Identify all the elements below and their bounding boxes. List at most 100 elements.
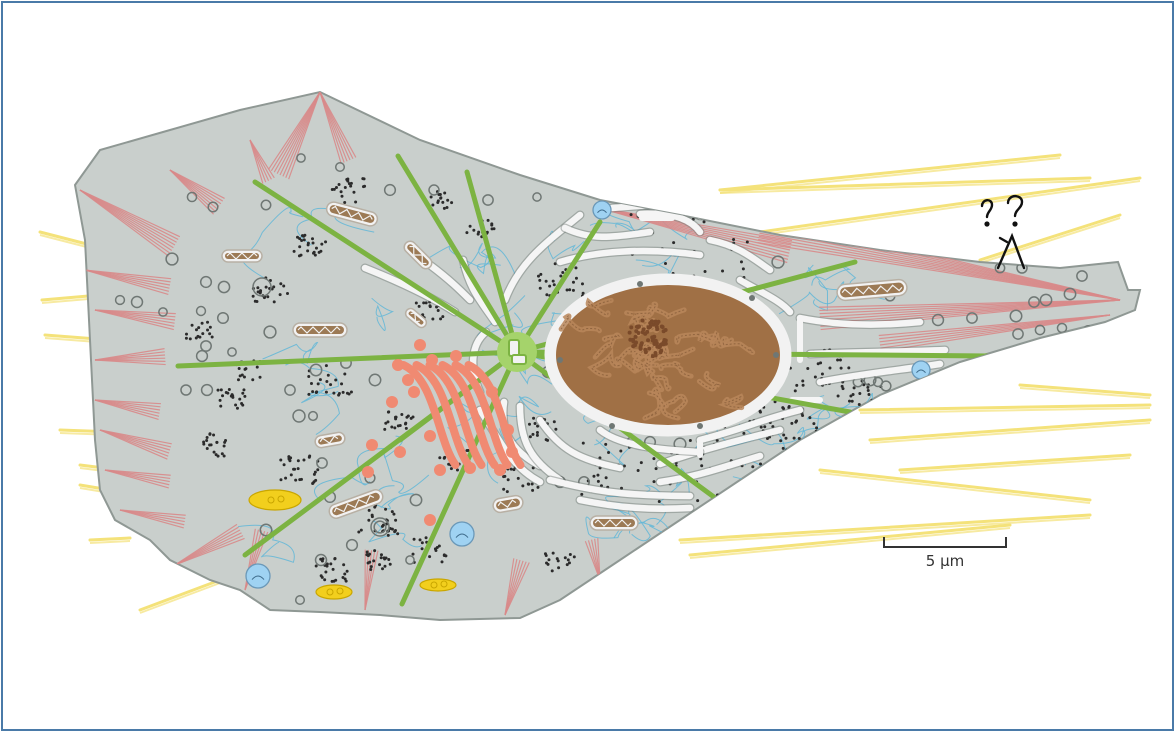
stress-fiber [94,348,165,361]
extracellular-fibers [38,153,1152,614]
ribosome [813,375,817,379]
nucleolus-granule [627,330,632,335]
golgi-vesicle [494,464,506,476]
ribosome [206,328,210,332]
ribosome [311,481,315,485]
ribosome [794,420,798,424]
ribosome [238,397,242,401]
vesicle [345,538,359,552]
ribosome [781,446,785,450]
ribosome [279,478,283,482]
vesicle [1040,348,1052,360]
ribosome [298,478,302,482]
ribosome [851,392,855,396]
microtubule [514,219,603,355]
ribosome [565,288,569,292]
ribosome [219,388,223,392]
ribosome [298,245,302,249]
vesicle [207,201,219,213]
lysosome-inclusion [987,373,995,381]
nucleolus-granule [638,346,643,351]
ribosome [316,468,320,472]
extracellular-fiber [88,536,132,542]
ribosome [424,536,428,540]
ribosome [315,390,319,394]
vesicle [263,325,277,339]
nucleolus-granule [646,338,651,343]
ribosome [372,559,376,563]
ribosome [758,410,762,414]
ribosome [266,295,270,299]
ribosome [287,455,291,459]
microtubule [395,153,520,355]
ribosome [435,305,439,309]
ribosome [765,436,769,440]
ribosome [242,388,246,392]
ribosome [288,459,292,463]
ribosome [782,407,786,411]
ribosome [331,567,335,571]
ribosome [700,464,704,468]
ribosome [547,558,551,562]
ribosome [332,187,336,191]
ribosome [812,422,816,426]
vesicle [309,363,323,377]
ribosome [414,301,418,305]
ribosome [319,249,323,253]
vesicle [195,305,207,317]
mitochondrion-cristae [410,312,420,323]
ribosome [383,427,387,431]
ribosome [342,563,346,567]
ribosome [320,559,324,563]
golgi-vesicle [402,374,414,386]
lysosome [315,584,353,600]
ribosome [324,240,328,244]
ribosome [365,550,369,554]
extracellular-fiber [718,153,1062,192]
vesicle [195,349,209,363]
ribosome [598,456,602,460]
ribosome [367,518,371,522]
ribosome [732,237,736,241]
golgi-vesicle [366,439,378,451]
ribosome [745,240,749,244]
ribosome [699,457,703,461]
ribosome [314,564,318,568]
chromatin-fiber [626,303,657,315]
extracellular-fiber [979,217,1121,264]
ribosome [325,380,329,384]
ribosome [200,321,204,325]
intermediate-filament [778,280,845,315]
er-cisterna [706,236,774,274]
stress-fiber [94,399,162,405]
ribosome [208,432,212,436]
ribosome [596,473,600,477]
nucleolus-granule [657,344,662,349]
scale-bar-label: 5 µm [926,552,964,570]
ribosome [393,426,397,430]
ribosome [568,552,572,556]
ribosome [820,372,824,376]
ribosome [852,386,856,390]
vesicle [370,517,390,537]
mitochondrion-matrix [806,441,830,463]
ribosome [220,452,224,456]
ribosome [404,426,408,430]
peroxisomes [245,200,931,589]
ribosome [509,467,513,471]
ribosome [449,467,453,471]
ribosome [258,375,262,379]
ribosome [417,304,421,308]
golgi-cisterna [451,361,512,469]
ribosome [212,433,216,437]
mitochondrion [404,307,428,329]
er-cisterna [536,416,624,472]
ribosome [442,553,446,557]
stress-fiber [288,92,321,180]
ribosome [734,484,738,488]
handwritten-question-annotation [980,194,1026,270]
ribosome [702,220,706,224]
microtubule [464,169,520,355]
ribosome [412,537,416,541]
